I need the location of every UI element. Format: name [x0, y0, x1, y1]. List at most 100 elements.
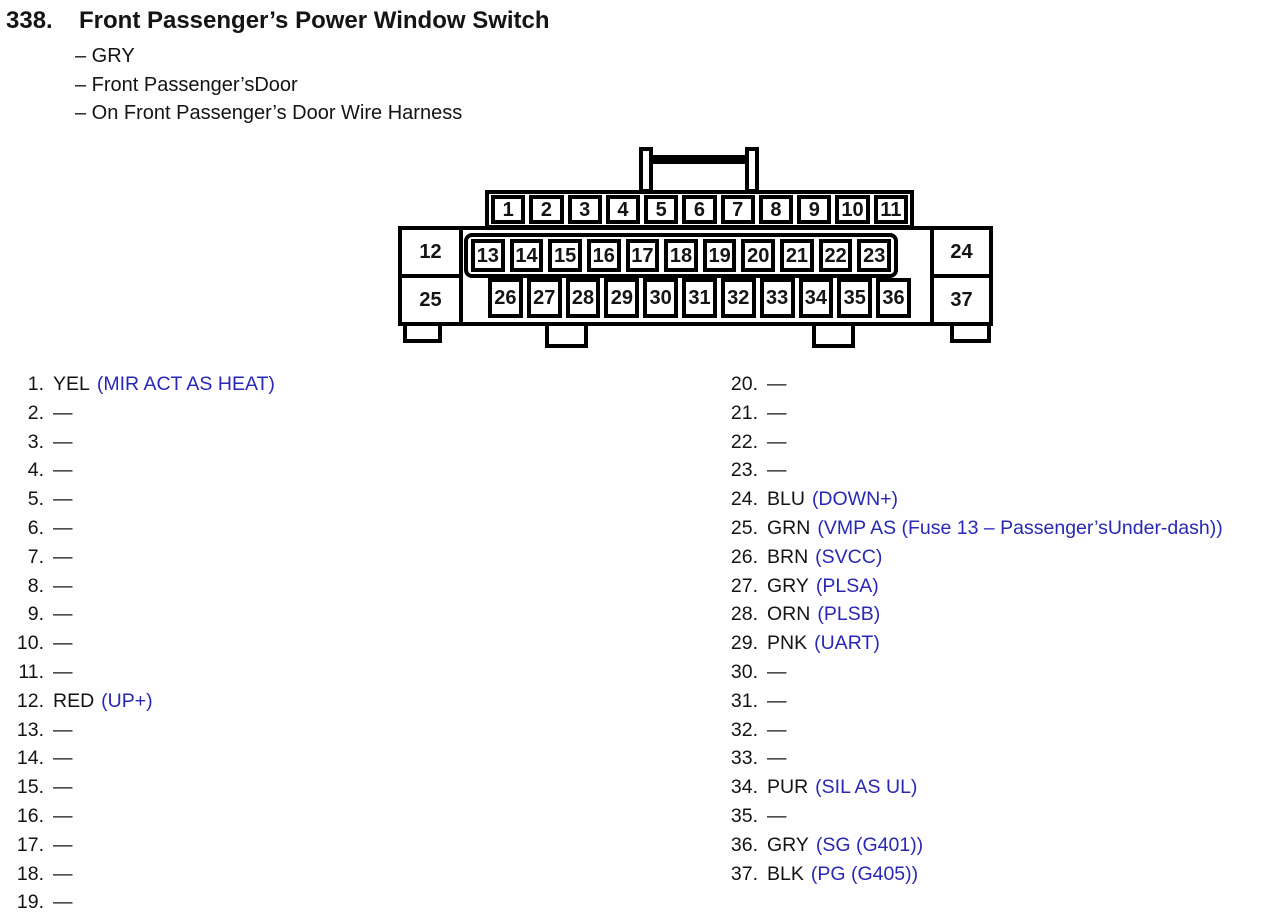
pin-cell: 15 [548, 239, 582, 272]
pin-cell: 27 [526, 278, 562, 318]
pin-cell: 22 [818, 239, 853, 272]
pin-list-row: 27. GRY (PLSA) [718, 572, 1223, 601]
pin-cell-24: 24 [930, 230, 989, 278]
pin-cell: 1 [491, 195, 526, 224]
pin-number: 26. [730, 545, 758, 568]
wire-color: — [53, 401, 73, 424]
wire-color: — [53, 488, 73, 511]
mount-tab [950, 326, 991, 343]
pin-number: 8. [27, 574, 44, 597]
pin-list-row: 12. RED (UP+) [4, 687, 275, 716]
connector-detail-line: – GRY [75, 45, 135, 67]
wire-color: — [767, 660, 787, 683]
pin-list-row: 16. — [4, 802, 275, 831]
pin-number: 36. [730, 833, 758, 856]
pin-cell: 14 [509, 239, 544, 272]
wire-color: — [767, 373, 787, 395]
mount-tab [403, 326, 442, 343]
pin-list-right: 20. — 21. — 22. — 23. — [718, 370, 1223, 888]
wire-color: — [53, 660, 73, 683]
connector-lock-post-right [745, 147, 759, 193]
pin-list-row: 35. — [718, 802, 1223, 831]
wire-color: — [53, 804, 73, 827]
wire-function: (PLSB) [817, 603, 881, 626]
wire-color: BRN [767, 545, 809, 568]
pin-list-row: 34. PUR (SIL AS UL) [718, 773, 1223, 802]
pin-list-row: 5. — [4, 485, 275, 514]
connector-lock-post-left [639, 147, 653, 193]
wire-color: — [53, 747, 73, 770]
pin-cell: 11 [873, 195, 908, 224]
pin-list-row: 22. — [718, 428, 1223, 457]
wire-color: — [767, 401, 787, 424]
section-number: 338. [6, 7, 53, 34]
wire-color: — [767, 804, 787, 827]
wire-color: — [767, 747, 787, 770]
wire-color: GRN [767, 516, 811, 539]
connector-middle-pin-row: 13 14 15 16 17 18 19 20 21 22 [464, 233, 898, 278]
wire-color: ORN [767, 603, 811, 626]
pin-list-row: 23. — [718, 456, 1223, 485]
pin-number: 15. [16, 776, 44, 799]
pin-list-row: 17. — [4, 831, 275, 860]
pin-cell: 6 [682, 195, 717, 224]
pin-cell: 3 [567, 195, 602, 224]
pin-number: 11. [18, 660, 44, 683]
connector-detail-line: – Front Passenger’sDoor [75, 73, 298, 96]
pin-list-row: 36. GRY (SG (G401)) [718, 831, 1223, 860]
pin-number: 21. [730, 401, 758, 424]
pin-cell: 4 [605, 195, 641, 224]
pin-list-row: 8. — [4, 572, 275, 601]
wire-function: (PLSA) [815, 574, 879, 597]
wire-color: PUR [767, 776, 809, 799]
wire-function: (UART) [814, 632, 880, 655]
pin-number: 31. [730, 689, 758, 712]
pin-cell: 30 [643, 278, 679, 318]
pin-cell: 26 [488, 278, 523, 318]
pin-cell: 9 [797, 195, 832, 224]
wire-color: — [53, 862, 73, 885]
wire-color: — [53, 516, 73, 539]
pin-list-row: 32. — [718, 716, 1223, 745]
pin-number: 7. [27, 545, 44, 568]
pin-number: 17. [16, 833, 44, 856]
wire-color: — [53, 891, 73, 914]
pin-list-row: 4. — [4, 456, 275, 485]
mount-tab [545, 326, 588, 348]
pin-number: 35. [730, 804, 758, 827]
pin-list-row: 15. — [4, 773, 275, 802]
pin-number: 34. [730, 776, 758, 799]
wire-color: — [767, 459, 787, 482]
pin-list-row: 19. — [4, 888, 275, 917]
wire-color: — [53, 833, 73, 856]
pin-number: 33. [730, 747, 758, 770]
connector-lock-bar [645, 155, 753, 164]
pin-list-row: 21. — [718, 399, 1223, 428]
wire-function: (MIR ACT AS HEAT) [96, 373, 275, 395]
pin-list-row: 33. — [718, 744, 1223, 773]
pin-number: 12. [16, 689, 44, 712]
wire-color: — [53, 776, 73, 799]
pin-number: 25. [730, 516, 758, 539]
wire-color: BLU [767, 488, 805, 511]
pin-list-row: 13. — [4, 716, 275, 745]
pin-number: 18. [16, 862, 44, 885]
wire-color: — [767, 689, 787, 712]
pin-number: 9. [27, 603, 44, 626]
pin-number: 14. [16, 747, 44, 770]
pin-number: 29. [730, 632, 758, 655]
pin-cell: 31 [682, 278, 717, 318]
pin-list-row: 37. BLK (PG (G405)) [718, 860, 1223, 889]
section-title: Front Passenger’s Power Window Switch [79, 7, 550, 34]
wire-color: — [53, 632, 73, 655]
pin-cell: 21 [780, 239, 814, 272]
pin-number: 23. [730, 459, 758, 482]
pin-number: 24. [730, 488, 758, 511]
pin-cell-12: 12 [402, 230, 463, 278]
pin-cell: 8 [758, 195, 794, 224]
pin-list-left: 1. YEL (MIR ACT AS HEAT) 2. — 3. — 4. — [4, 370, 275, 917]
wire-function: (SG (G401)) [815, 833, 924, 856]
wire-color: — [767, 718, 787, 741]
pin-cell: 17 [625, 239, 660, 272]
connector-bottom-pin-row: 26 27 28 29 30 31 32 33 34 35 [488, 278, 911, 318]
